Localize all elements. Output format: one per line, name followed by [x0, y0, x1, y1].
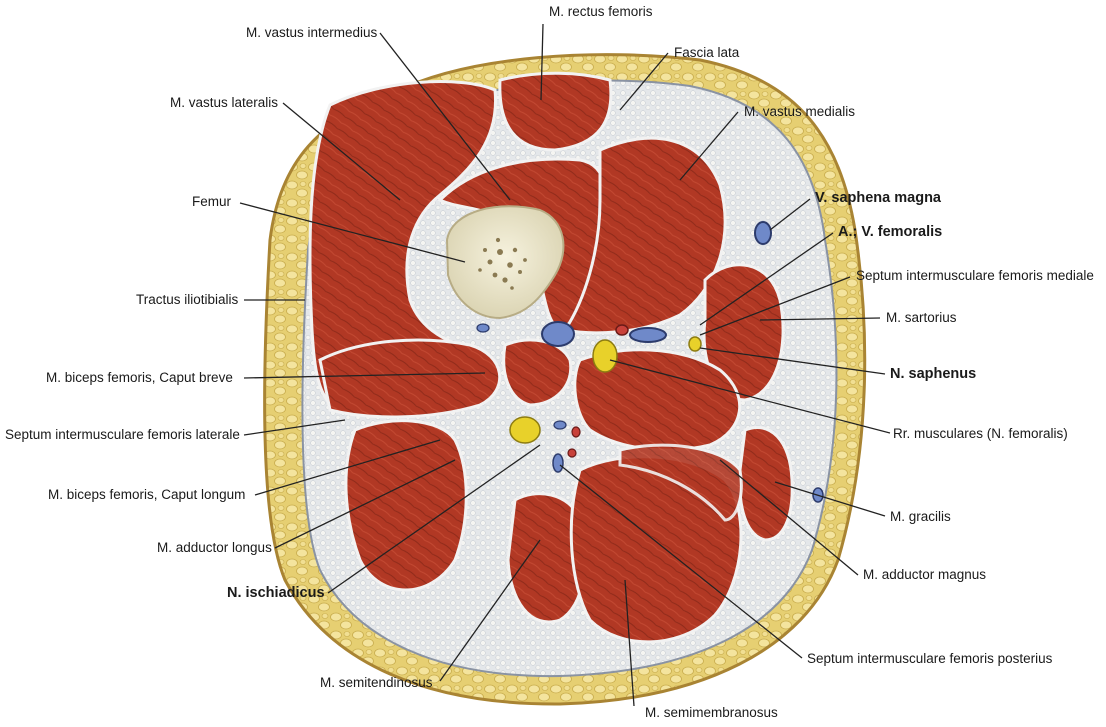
gracilis-muscle [738, 426, 794, 542]
label-vastus-lateralis: M. vastus lateralis [170, 95, 279, 110]
muscle-group [308, 71, 794, 644]
label-semitendinosus: M. semitendinosus [320, 675, 433, 690]
short-head-region [502, 338, 573, 407]
label-septum-laterale: Septum intermusculare femoris laterale [5, 427, 240, 442]
biceps-longum-muscle [344, 419, 468, 592]
posterior-vein [552, 453, 564, 473]
lateral-vessel [476, 323, 490, 333]
label-sartorius: M. sartorius [886, 310, 957, 325]
leader-lines [239, 23, 891, 707]
profunda-vein [541, 321, 575, 347]
label-adductor-magnus: M. adductor magnus [863, 567, 987, 582]
label-semimembranosus: M. semimembranosus [645, 705, 778, 720]
adductor-longus-muscle [573, 348, 742, 452]
posterior-artery-2 [571, 426, 581, 438]
femur-marrow [478, 237, 527, 290]
label-tractus-iliotibialis: Tractus iliotibialis [136, 292, 239, 307]
label-vastus-medialis: M. vastus medialis [744, 104, 856, 119]
posterior-vein-2 [553, 420, 567, 430]
posterior-artery [567, 448, 577, 458]
label-septum-mediale: Septum intermusculare femoris mediale [856, 268, 1094, 283]
biceps-breve-muscle [318, 338, 502, 419]
vastus-medialis-muscle [562, 136, 727, 335]
rectus-femoris-muscle [498, 71, 613, 152]
label-gracilis: M. gracilis [890, 509, 951, 524]
label-femur: Femur [192, 194, 232, 209]
saphenus-nerve [688, 336, 702, 352]
label-rectus-femoris: M. rectus femoris [549, 4, 653, 19]
label-rr-musculares: Rr. musculares (N. femoralis) [893, 426, 1068, 441]
ischiadicus-nerve [509, 416, 541, 444]
label-saphena-magna: V. saphena magna [815, 190, 941, 206]
label-ischiadicus: N. ischiadicus [227, 585, 325, 601]
label-biceps-longum: M. biceps femoris, Caput longum [48, 487, 246, 502]
label-biceps-breve: M. biceps femoris, Caput breve [46, 370, 233, 385]
label-vastus-intermedius: M. vastus intermedius [246, 25, 378, 40]
label-adductor-longus: M. adductor longus [157, 540, 272, 555]
label-fascia-lata: Fascia lata [674, 45, 740, 60]
rr-musculares-nerve [592, 339, 618, 373]
label-septum-posterius: Septum intermusculare femoris posterius [807, 651, 1053, 666]
adductor-magnus-muscle [618, 443, 743, 522]
femoral-vein [629, 327, 667, 343]
femur-bone [445, 205, 565, 320]
saphena-magna-vein [754, 221, 772, 245]
label-femoralis: A.; V. femoralis [838, 224, 943, 240]
label-saphenus: N. saphenus [890, 366, 977, 382]
femoral-artery [615, 324, 629, 336]
